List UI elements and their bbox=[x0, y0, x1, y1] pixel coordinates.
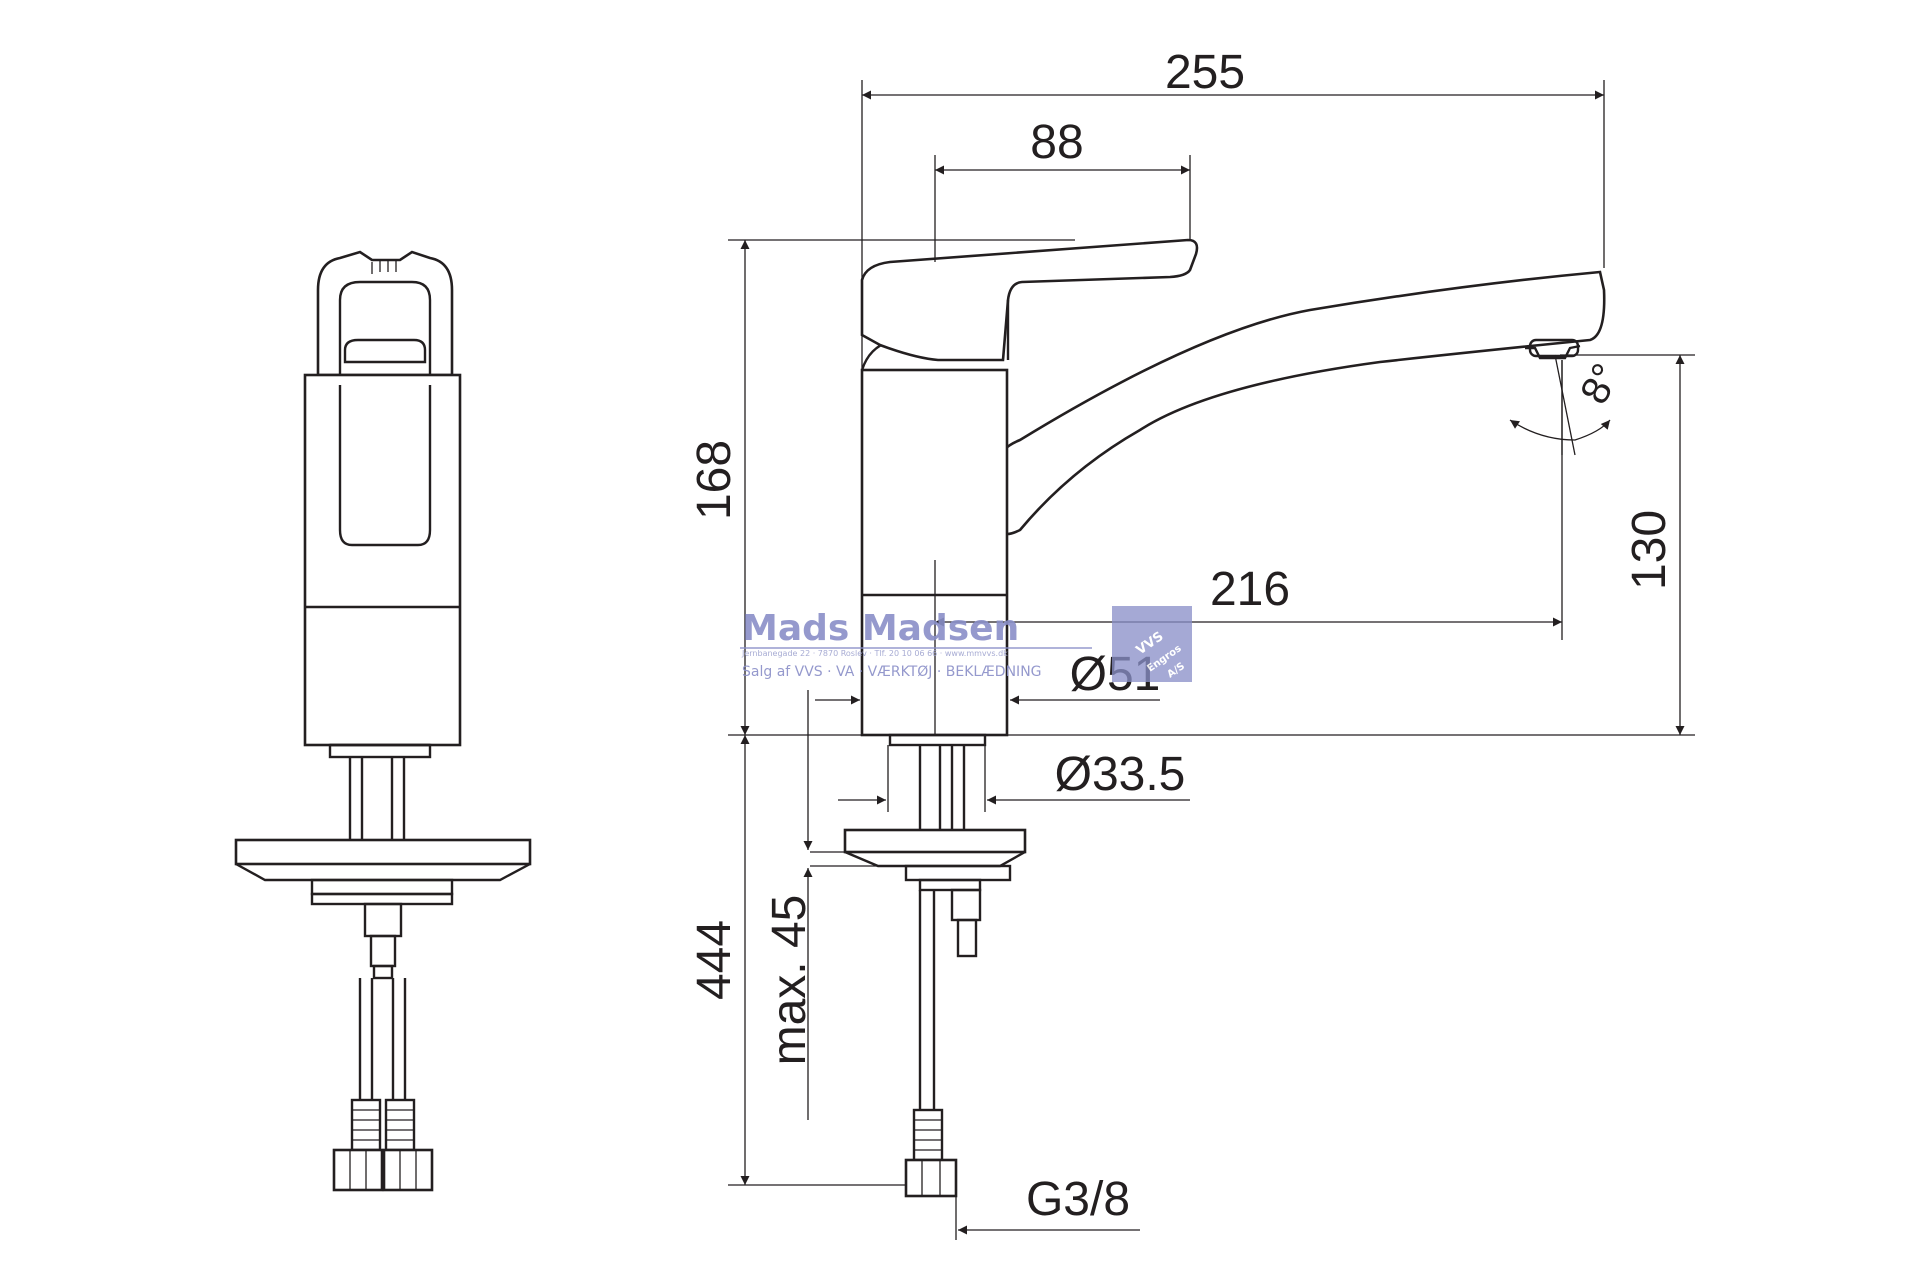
dim-255: 255 bbox=[1165, 46, 1245, 99]
front-handle bbox=[316, 250, 454, 377]
side-view bbox=[843, 238, 1606, 1198]
dim-444: 444 bbox=[688, 920, 741, 1000]
front-hose-nut-right bbox=[382, 1148, 434, 1192]
dim-thread: G3/8 bbox=[1026, 1173, 1130, 1226]
front-mounting-plate bbox=[234, 838, 532, 866]
watermark-address: Jernbanegade 22 · 7870 Roslev · Tlf. 20 … bbox=[741, 649, 1008, 658]
mounting-plate bbox=[843, 828, 1027, 854]
front-body bbox=[303, 373, 462, 747]
front-view bbox=[234, 250, 532, 1192]
spout bbox=[998, 270, 1606, 536]
dim-shank-diameter: Ø33.5 bbox=[1055, 748, 1186, 801]
lever-handle bbox=[860, 238, 1199, 362]
vvs-badge: VVS Engros A/S bbox=[1112, 606, 1192, 682]
dim-angle: 8° bbox=[1572, 357, 1629, 411]
dim-168: 168 bbox=[688, 440, 741, 520]
dim-130: 130 bbox=[1623, 510, 1676, 590]
watermark-company: Mads Madsen bbox=[742, 608, 1019, 649]
dim-216: 216 bbox=[1210, 563, 1290, 616]
dim-max-45: max. 45 bbox=[763, 895, 816, 1066]
dim-88: 88 bbox=[1030, 116, 1083, 169]
watermark-tagline: Salg af VVS · VA · VÆRKTØJ · BEKLÆDNING bbox=[742, 664, 1042, 680]
watermark: Mads Madsen Jernbanegade 22 · 7870 Rosle… bbox=[740, 606, 1192, 682]
hose-nut bbox=[904, 1158, 958, 1198]
front-hose-nut-left bbox=[332, 1148, 384, 1192]
